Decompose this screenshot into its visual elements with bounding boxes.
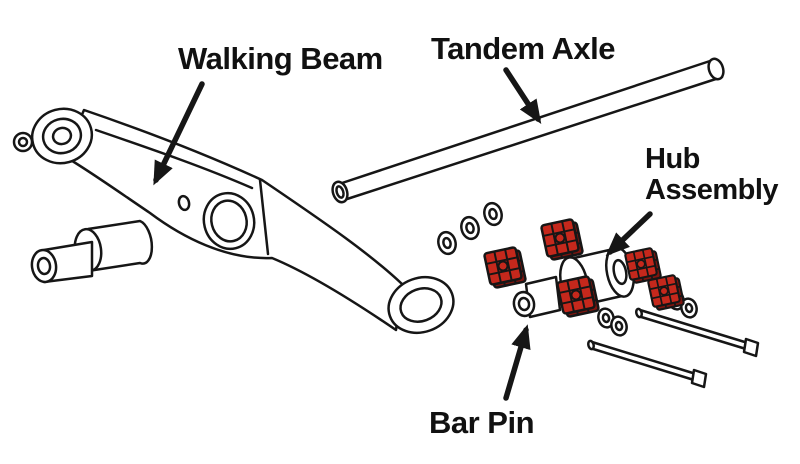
label-arrows	[153, 67, 653, 401]
hub-assembly-arrow	[605, 211, 653, 257]
hub-assembly-label: Hub Assembly	[645, 143, 779, 206]
pivot-bushing-part	[30, 219, 154, 284]
bar-pin-part	[512, 275, 562, 319]
tandem-axle-arrow	[503, 67, 542, 125]
walking-beam-label: Walking Beam	[178, 41, 383, 76]
bolts	[587, 307, 760, 389]
bar-pin-label: Bar Pin	[429, 405, 535, 440]
bar-pin-arrow	[503, 324, 531, 401]
walking-beam-arrow	[153, 81, 205, 186]
line-art	[12, 57, 760, 401]
tandem-axle-label: Tandem Axle	[431, 31, 616, 66]
washers-row	[437, 201, 503, 256]
walking-beam-part	[12, 107, 455, 335]
